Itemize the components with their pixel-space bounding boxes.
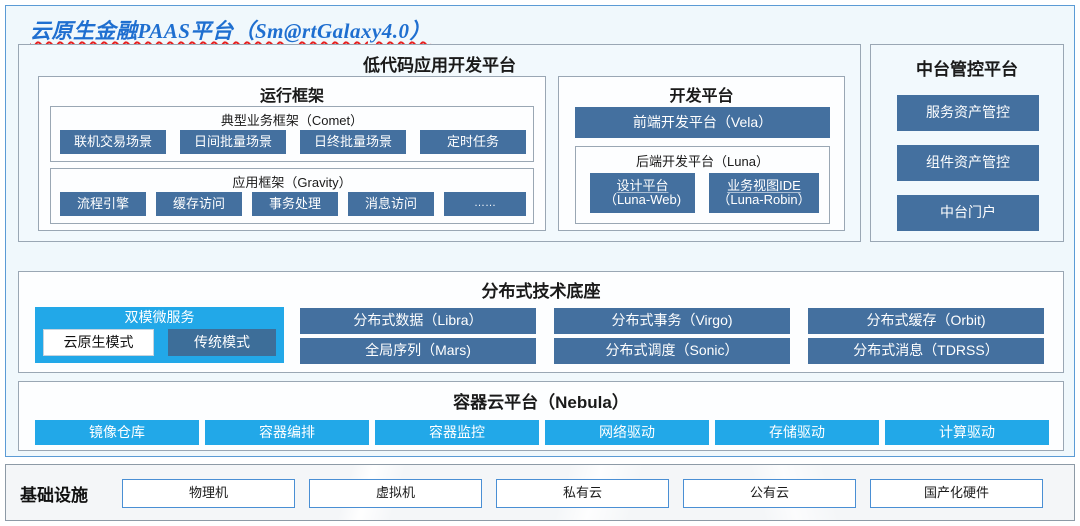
midplatform-panel: 中台管控平台 服务资产管控 组件资产管控 中台门户 (870, 44, 1064, 242)
infrastructure-item-4[interactable]: 国产化硬件 (870, 479, 1043, 508)
comet-title: 典型业务框架（Comet） (220, 113, 364, 128)
backend-item-0[interactable]: 设计平台 （Luna-Web) (590, 173, 695, 213)
backend-dev-platform-panel: 后端开发平台（Luna） 设计平台 （Luna-Web) 业务视图IDE （Lu… (575, 146, 830, 224)
backend-item-0-line1: 设计平台 (616, 177, 669, 193)
container-cloud-title: 容器云平台（Nebula） (453, 393, 629, 412)
backend-item-1-line1: 业务视图IDE (727, 177, 801, 193)
distributed-grid-item-3[interactable]: 全局序列（Mars) (300, 338, 536, 364)
distributed-foundation-panel: 分布式技术底座 双模微服务 云原生模式 传统模式 分布式数据（Libra） 分布… (18, 271, 1064, 373)
dualmode-item-0[interactable]: 云原生模式 (43, 329, 154, 356)
distributed-grid-item-0[interactable]: 分布式数据（Libra） (300, 308, 536, 334)
container-item-3[interactable]: 网络驱动 (545, 420, 709, 445)
comet-item-2[interactable]: 日终批量场景 (300, 130, 406, 154)
gravity-item-0[interactable]: 流程引擎 (60, 192, 146, 216)
dev-platform-title: 开发平台 (669, 88, 734, 105)
container-item-2[interactable]: 容器监控 (375, 420, 539, 445)
comet-panel: 典型业务框架（Comet） 联机交易场景 日间批量场景 日终批量场景 定时任务 (50, 106, 534, 162)
container-item-0[interactable]: 镜像仓库 (35, 420, 199, 445)
gravity-item-4[interactable]: …… (444, 192, 526, 216)
platform-outer-frame: 云原生金融PAAS平台（Sm@rtGalaxy4.0） 低代码应用开发平台 运行… (5, 5, 1075, 457)
comet-item-3[interactable]: 定时任务 (420, 130, 526, 154)
lowcode-panel: 低代码应用开发平台 运行框架 典型业务框架（Comet） 联机交易场景 日间批量… (18, 44, 861, 242)
gravity-item-3[interactable]: 消息访问 (348, 192, 434, 216)
distributed-grid-item-5[interactable]: 分布式消息（TDRSS） (808, 338, 1044, 364)
comet-item-1[interactable]: 日间批量场景 (180, 130, 286, 154)
infrastructure-item-0[interactable]: 物理机 (122, 479, 295, 508)
backend-item-0-line2: （Luna-Web) (603, 192, 682, 207)
infrastructure-item-1[interactable]: 虚拟机 (309, 479, 482, 508)
midplatform-title: 中台管控平台 (916, 60, 1018, 79)
runtime-framework-panel: 运行框架 典型业务框架（Comet） 联机交易场景 日间批量场景 日终批量场景 … (38, 76, 546, 231)
distributed-grid-item-2[interactable]: 分布式缓存（Orbit) (808, 308, 1044, 334)
gravity-title: 应用框架（Gravity） (232, 175, 352, 190)
gravity-item-2[interactable]: 事务处理 (252, 192, 338, 216)
infrastructure-label: 基础设施 (20, 486, 88, 505)
page-title: 云原生金融PAAS平台（Sm@rtGalaxy4.0） (30, 19, 432, 43)
container-cloud-panel: 容器云平台（Nebula） 镜像仓库 容器编排 容器监控 网络驱动 存储驱动 计… (18, 381, 1064, 451)
container-item-5[interactable]: 计算驱动 (885, 420, 1049, 445)
distributed-grid-item-1[interactable]: 分布式事务（Virgo) (554, 308, 790, 334)
dualmode-item-1[interactable]: 传统模式 (168, 329, 276, 356)
backend-dev-platform-title: 后端开发平台（Luna） (636, 154, 769, 169)
infrastructure-strip: 基础设施 物理机 虚拟机 私有云 公有云 国产化硬件 (5, 464, 1075, 521)
backend-item-1[interactable]: 业务视图IDE （Luna-Robin） (709, 173, 819, 213)
infrastructure-item-3[interactable]: 公有云 (683, 479, 856, 508)
dualmode-microservice-title: 双模微服务 (124, 309, 195, 325)
gravity-item-1[interactable]: 缓存访问 (156, 192, 242, 216)
infrastructure-item-2[interactable]: 私有云 (496, 479, 669, 508)
distributed-grid-item-4[interactable]: 分布式调度（Sonic） (554, 338, 790, 364)
frontend-dev-platform-chip[interactable]: 前端开发平台（Vela） (575, 107, 830, 138)
container-item-1[interactable]: 容器编排 (205, 420, 369, 445)
dev-platform-panel: 开发平台 前端开发平台（Vela） 后端开发平台（Luna） 设计平台 （Lun… (558, 76, 845, 231)
backend-item-1-line2: （Luna-Robin） (717, 192, 811, 207)
container-item-4[interactable]: 存储驱动 (715, 420, 879, 445)
gravity-panel: 应用框架（Gravity） 流程引擎 缓存访问 事务处理 消息访问 …… (50, 168, 534, 224)
midplatform-item-2[interactable]: 中台门户 (897, 195, 1039, 231)
lowcode-panel-title: 低代码应用开发平台 (363, 56, 516, 75)
midplatform-item-0[interactable]: 服务资产管控 (897, 95, 1039, 131)
midplatform-item-1[interactable]: 组件资产管控 (897, 145, 1039, 181)
comet-item-0[interactable]: 联机交易场景 (60, 130, 166, 154)
distributed-foundation-title: 分布式技术底座 (481, 282, 601, 301)
runtime-framework-title: 运行框架 (259, 88, 324, 105)
